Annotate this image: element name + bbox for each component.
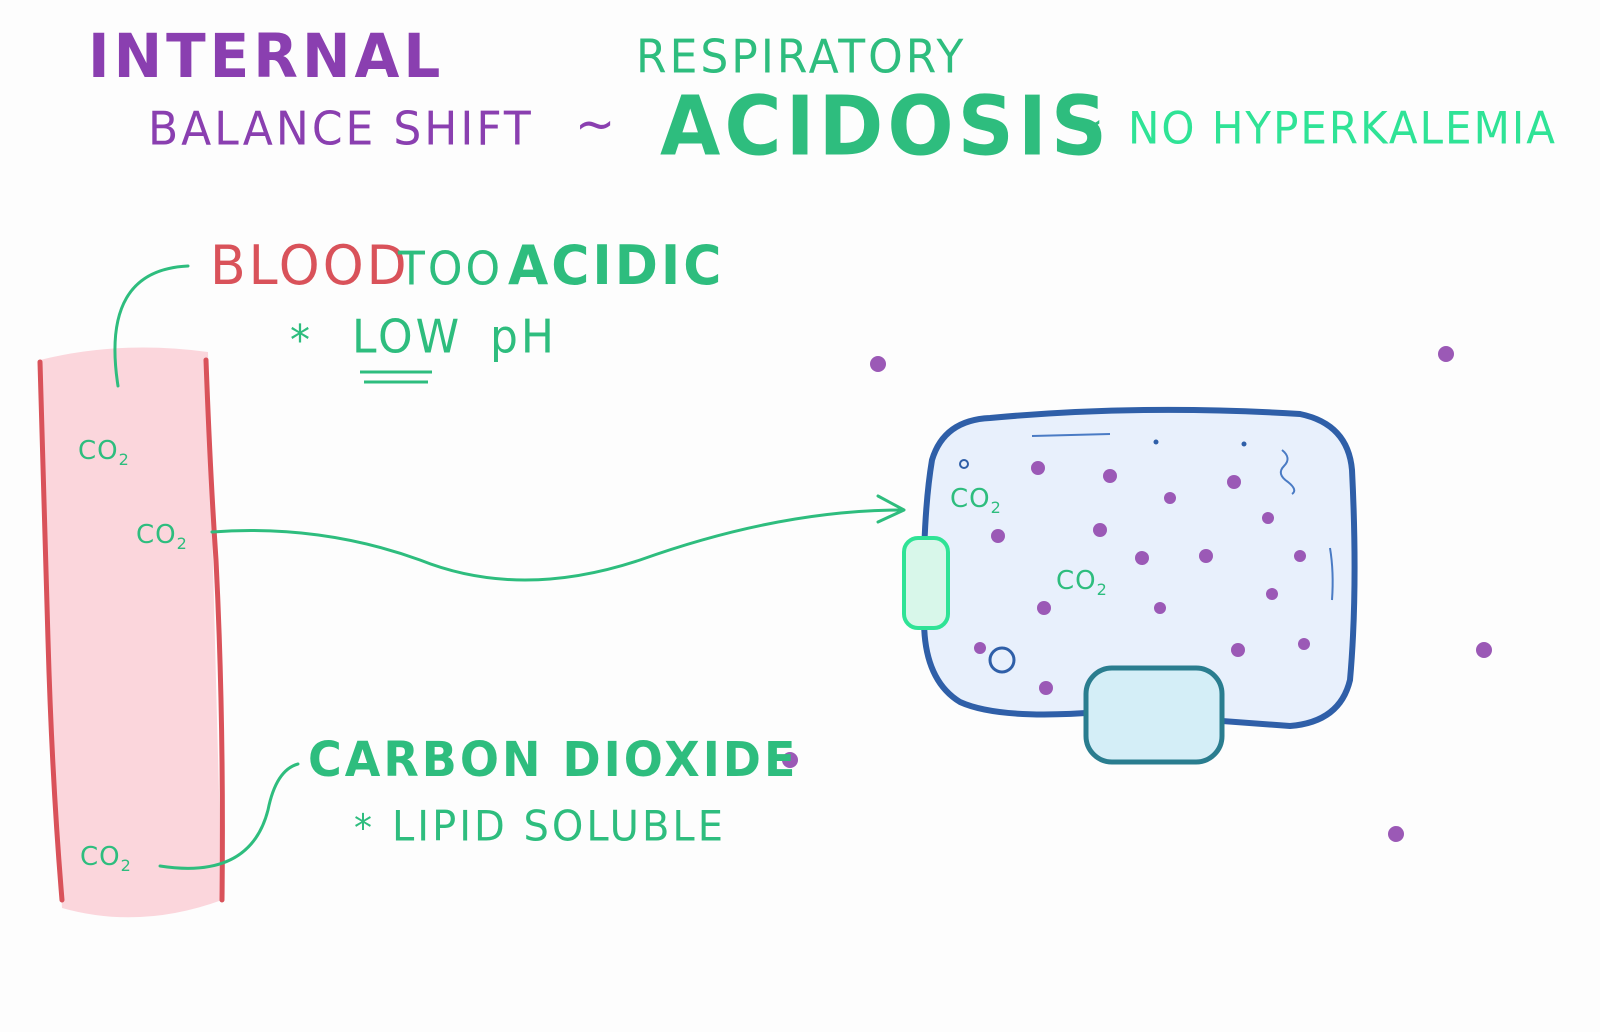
potassium-particle	[782, 752, 798, 768]
membrane-channel-left	[902, 536, 950, 630]
cell-body	[920, 406, 1358, 730]
cell-squiggle	[1279, 449, 1296, 495]
potassium-particle	[991, 529, 1005, 543]
cell-dot	[1153, 439, 1159, 445]
potassium-particle	[1103, 469, 1117, 483]
ph-label: pH	[490, 310, 558, 365]
potassium-particle	[1476, 642, 1492, 658]
blood-label: BLOOD	[210, 234, 410, 298]
title-balance-shift: BALANCE SHIFT	[148, 102, 534, 157]
title-respiratory: RESPIRATORY	[636, 30, 967, 85]
potassium-particle	[1164, 492, 1176, 504]
star-bullet-low-ph: *	[290, 316, 313, 366]
blood-vessel	[40, 347, 222, 918]
potassium-particle	[1135, 551, 1149, 565]
potassium-particle	[1266, 588, 1278, 600]
cell-vesicle	[988, 646, 1016, 674]
co2-leader-line	[158, 762, 300, 870]
low-label: LOW	[352, 310, 463, 365]
co2-label-vessel-bottom: CO2	[80, 842, 132, 876]
co2-label-vessel-top: CO2	[78, 436, 130, 470]
cell-detail-line	[1031, 433, 1111, 437]
potassium-particle	[1298, 638, 1310, 650]
carbon-dioxide-label: CARBON DIOXIDE	[308, 730, 799, 788]
too-label: TOO	[398, 242, 504, 297]
title-no-hyperkalemia: NO HYPERKALEMIA	[1128, 102, 1557, 155]
potassium-particle	[1093, 523, 1107, 537]
blood-vessel-left-wall	[37, 359, 65, 903]
potassium-particle	[1294, 550, 1306, 562]
potassium-particle	[1154, 602, 1166, 614]
potassium-particle	[1199, 549, 1213, 563]
blood-vessel-right-wall	[203, 357, 225, 903]
acidic-label: ACIDIC	[508, 234, 725, 298]
potassium-particle	[870, 356, 886, 372]
cell-highlight	[1329, 547, 1334, 601]
potassium-particle	[1031, 461, 1045, 475]
blood-leader-line	[113, 264, 190, 388]
cell-dot	[1241, 441, 1247, 447]
potassium-particle	[1037, 601, 1051, 615]
lipid-soluble-label: LIPID SOLUBLE	[392, 802, 726, 852]
potassium-particle	[1231, 643, 1245, 657]
title-tilde-1: ~	[575, 94, 616, 154]
potassium-particle	[1388, 826, 1404, 842]
co2-label-cell-center: CO2	[1056, 566, 1108, 600]
co2-label-vessel-middle: CO2	[136, 520, 188, 554]
potassium-particle	[974, 642, 986, 654]
potassium-particle	[1262, 512, 1274, 524]
title-tilde-2: ~	[1070, 98, 1104, 148]
cell-particles	[974, 461, 1310, 695]
cell-vesicle-small	[959, 459, 969, 469]
potassium-particle	[1438, 346, 1454, 362]
title-internal: INTERNAL	[88, 20, 445, 92]
potassium-particle	[1227, 475, 1241, 489]
title-acidosis: ACIDOSIS	[660, 79, 1112, 175]
co2-label-cell-edge: CO2	[950, 484, 1002, 518]
membrane-pump-bottom	[1083, 665, 1225, 765]
arrow-head	[876, 494, 906, 524]
co2-diffusion-arrow	[210, 508, 904, 582]
extracellular-particles	[782, 346, 1492, 842]
potassium-particle	[1039, 681, 1053, 695]
star-bullet-lipid: *	[354, 806, 375, 851]
